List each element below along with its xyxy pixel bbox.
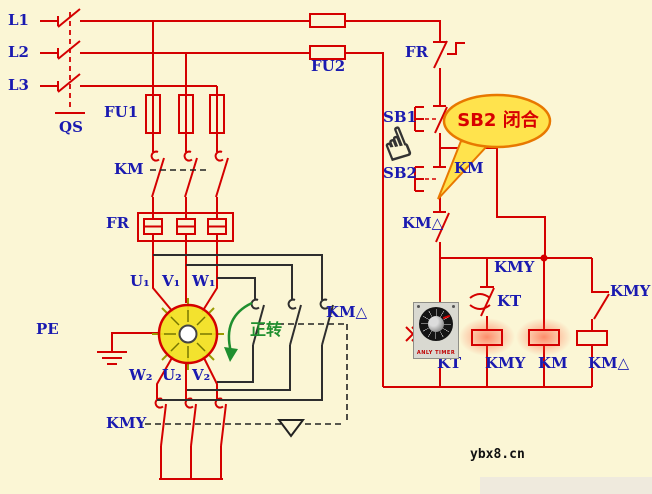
label-km-coil: KM [538,354,568,372]
motor-leads-top [152,234,218,313]
label-v2: V₂ [192,366,211,384]
timer-brand-text: ANLY TIMER [416,350,456,356]
fu2-fuses [309,13,346,60]
label-kmdelta-coil: KM△ [588,354,630,372]
label-kmdelta-nc: KM△ [402,214,444,232]
label-l2: L2 [8,43,29,61]
fu1-feeders [152,21,218,152]
label-km-main: KM [114,160,144,178]
label-sb1: SB1 [383,108,417,126]
kmdelta-nc-contact [433,211,450,258]
label-u2: U₂ [162,366,182,384]
kmy-coil [471,329,503,346]
power-circuit [40,8,441,480]
label-w2: W₂ [129,366,153,384]
timer-dial-icon [419,307,453,341]
label-forward-rotation: 正转 [250,320,283,339]
kmdelta-coil [576,330,608,346]
label-fu2: FU2 [311,57,346,75]
star-linkage-triangle-icon [277,419,305,438]
wire-l1 [40,20,441,40]
motor [152,298,224,370]
callout-bubble [437,93,552,200]
label-u1: U₁ [130,272,150,290]
label-kmy-bus: KMY [494,258,535,276]
label-fr-ctrl: FR [405,43,429,61]
label-kmy-branch: KMY [610,282,651,300]
label-kmdelta-main: KM△ [326,303,368,321]
label-km-hold: KM [454,159,484,177]
kmy-coil-glow [459,318,515,356]
kt-timer-device: ANLY TIMER [413,302,459,359]
kmdelta-main-contacts [250,298,334,346]
kmdelta-coil-branch [591,258,610,387]
mechanical-linkages [145,169,348,425]
rotation-arrow-icon [224,301,253,362]
coils [471,329,608,346]
watermark: ybx8.cn [470,447,525,462]
fr-nc-contact [433,40,465,106]
qs-disconnect-switch[interactable] [55,8,85,114]
km-coil [528,329,560,346]
label-v1: V₁ [162,272,181,290]
delta-wiring [153,254,334,401]
label-kt-nc: KT [497,292,522,310]
control-circuit [309,13,610,388]
pe-ground [97,332,159,365]
kmy-star-contacts [154,397,227,480]
label-fr-main: FR [106,214,130,232]
fu1-fuses [145,94,225,134]
motor-leads-bottom [156,355,218,399]
label-kmy-main: KMY [106,414,147,432]
sb1-stop-button[interactable] [414,105,448,167]
label-sb2: SB2 [383,164,417,182]
bottom-band [480,477,652,494]
label-kmy-coil: KMY [485,354,526,372]
wire-l2-and-left-rail [40,52,384,387]
callout-text: SB2 闭合 [457,110,539,131]
label-fu1: FU1 [104,103,139,121]
screw-icon [417,305,420,308]
label-qs: QS [59,118,83,136]
label-l3: L3 [8,76,29,94]
km-main-contacts [150,150,229,219]
label-w1: W₁ [192,272,216,290]
label-pe: PE [36,320,59,338]
label-l1: L1 [8,11,29,29]
screw-icon [452,305,455,308]
km-coil-glow [516,318,572,356]
label-kt-coil: KT [437,354,462,372]
